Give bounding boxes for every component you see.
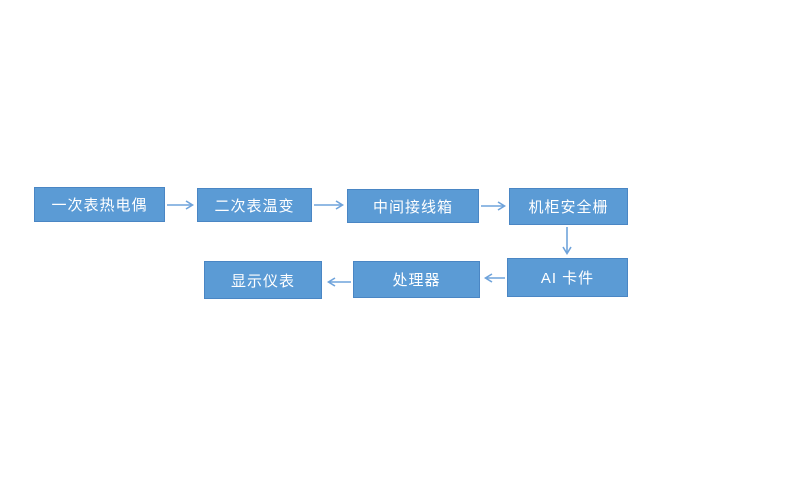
node-primary-thermocouple: 一次表热电偶	[34, 187, 165, 222]
node-secondary-transmitter: 二次表温变	[197, 188, 312, 222]
node-safety-barrier: 机柜安全栅	[509, 188, 628, 225]
node-junction-box: 中间接线箱	[347, 189, 479, 223]
node-ai-card: AI 卡件	[507, 258, 628, 297]
node-display-instrument: 显示仪表	[204, 261, 322, 299]
node-processor: 处理器	[353, 261, 480, 298]
